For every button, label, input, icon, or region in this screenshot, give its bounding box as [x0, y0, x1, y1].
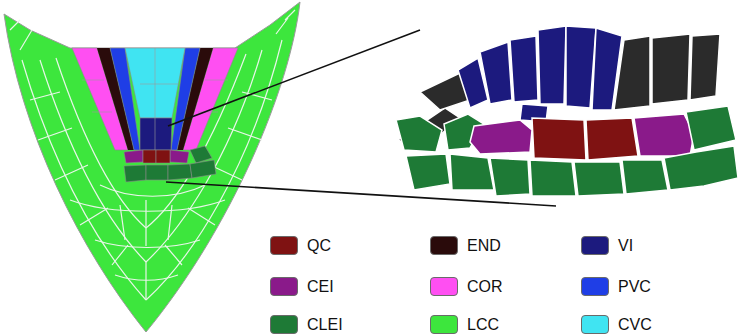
root-tip	[4, 2, 300, 332]
legend-swatch	[581, 236, 609, 255]
legend-item: LCC	[430, 315, 499, 334]
legend-swatch	[270, 277, 298, 296]
cell-walls	[10, 10, 295, 300]
legend-label: VI	[618, 237, 633, 255]
legend-label: END	[467, 237, 501, 255]
legend-item: CVC	[581, 315, 652, 334]
legend-swatch	[270, 236, 298, 255]
legend-swatch	[430, 315, 458, 334]
legend-item: CLEI	[270, 315, 343, 334]
zoom-leader-lines	[166, 30, 556, 206]
legend-item: END	[430, 236, 501, 255]
legend-item: COR	[430, 277, 503, 296]
legend-item: VI	[581, 236, 633, 255]
legend-label: CLEI	[307, 316, 343, 334]
legend-label: LCC	[467, 316, 499, 334]
legend-label: CEI	[307, 278, 334, 296]
zoom-inset	[396, 26, 738, 196]
legend-item: QC	[270, 236, 331, 255]
legend-item: CEI	[270, 277, 334, 296]
legend-swatch	[581, 315, 609, 334]
legend-swatch	[581, 277, 609, 296]
legend-swatch	[430, 236, 458, 255]
legend-item: PVC	[581, 277, 651, 296]
legend-label: COR	[467, 278, 503, 296]
legend-label: QC	[307, 237, 331, 255]
legend-label: CVC	[618, 316, 652, 334]
legend-label: PVC	[618, 278, 651, 296]
legend-swatch	[430, 277, 458, 296]
legend-swatch	[270, 315, 298, 334]
